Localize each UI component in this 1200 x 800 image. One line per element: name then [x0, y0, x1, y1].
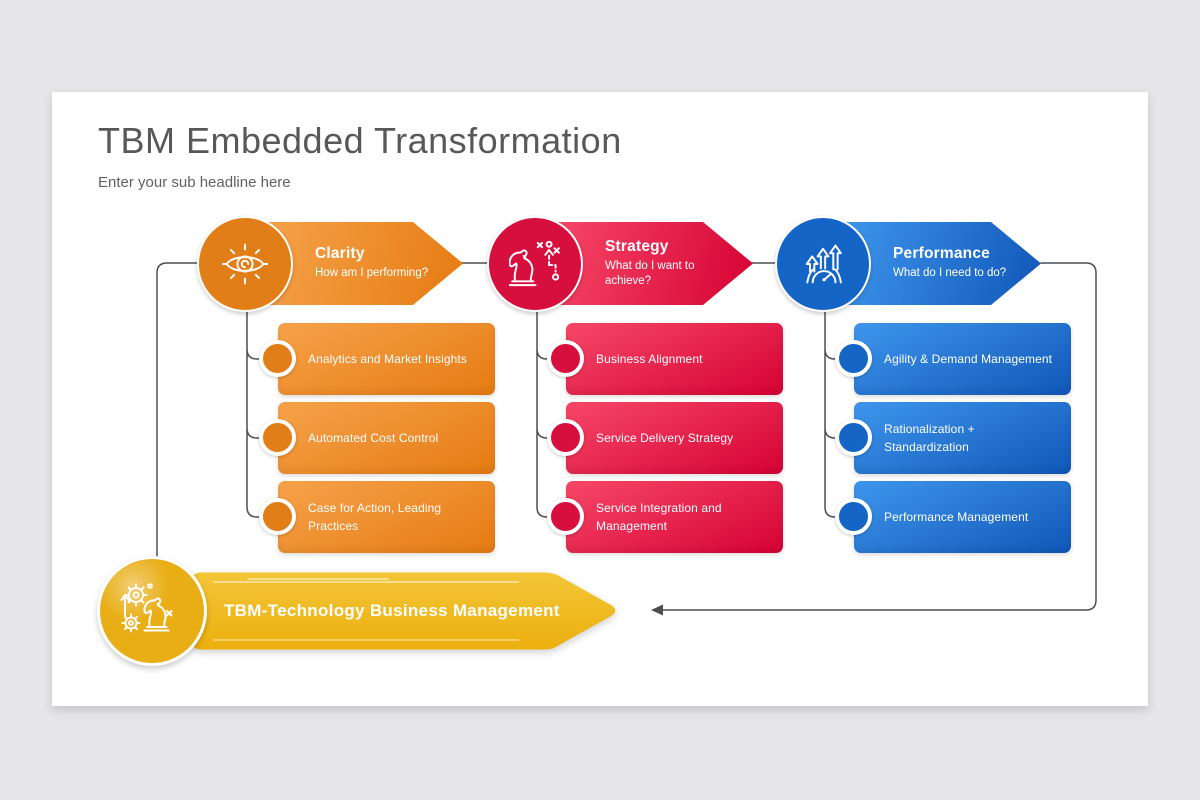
item-label: Case for Action, Leading Practices: [308, 501, 442, 533]
header-title: Strategy: [605, 237, 669, 255]
tbm-circle: [97, 556, 207, 666]
bullet-dot: [259, 419, 296, 456]
header-title: Performance: [893, 245, 990, 263]
item-label: Agility & Demand Management: [884, 352, 1053, 366]
slide-subtitle: Enter your sub headline here: [98, 174, 291, 191]
header-text-strategy: Strategy What do I want to achieve?: [605, 222, 755, 305]
bullet-dot: [835, 419, 872, 456]
header-question: What do I need to do?: [893, 267, 1007, 280]
header-question: How am I performing?: [315, 267, 429, 280]
header-title: Clarity: [315, 245, 365, 263]
header-circle-performance: [775, 216, 871, 312]
header-circle-clarity: [197, 216, 293, 312]
eye-icon: [221, 243, 269, 285]
header-arrow-clarity: [263, 222, 463, 305]
item-label: Performance Management: [884, 510, 1029, 524]
item-label: Service Delivery Strategy: [596, 431, 734, 445]
item-box: Business Alignment: [566, 323, 783, 395]
chess-knight-strategy-icon: [509, 240, 560, 287]
bullet-dot: [835, 498, 872, 535]
item-label: Rationalization + Standardization: [884, 422, 975, 454]
item-label: Analytics and Market Insights: [308, 352, 467, 366]
arrowhead-left-icon: [651, 604, 663, 616]
bullet-dot: [259, 498, 296, 535]
item-box: Service Integration and Management: [566, 481, 783, 553]
item-label: Automated Cost Control: [308, 431, 439, 445]
banner-highlight-top: [213, 578, 519, 583]
banner-shape: [191, 572, 616, 650]
banner-label: TBM-Technology Business Management: [224, 601, 560, 620]
item-box: Rationalization + Standardization: [854, 402, 1071, 474]
growth-arrows-gauge-icon: [805, 244, 842, 284]
item-box: Agility & Demand Management: [854, 323, 1071, 395]
connector-left-loop: [156, 262, 246, 561]
knight-gears-icon: [120, 583, 173, 633]
item-label: Business Alignment: [596, 352, 703, 366]
bullet-dot: [547, 340, 584, 377]
header-circle-strategy: [487, 216, 583, 312]
slide-title: TBM Embedded Transformation: [98, 120, 622, 161]
item-box: Automated Cost Control: [278, 402, 495, 474]
item-box: Analytics and Market Insights: [278, 323, 495, 395]
tbm-banner: [191, 572, 616, 650]
bullet-dot: [547, 498, 584, 535]
item-box: Case for Action, Leading Practices: [278, 481, 495, 553]
bullet-dot: [547, 419, 584, 456]
header-text-clarity: Clarity How am I performing?: [315, 222, 465, 305]
spine-performance: [824, 263, 855, 518]
bullet-dot: [259, 340, 296, 377]
header-question: What do I want to achieve?: [605, 259, 695, 287]
spine-strategy: [536, 263, 567, 518]
item-label: Service Integration and Management: [596, 501, 722, 533]
item-box: Performance Management: [854, 481, 1071, 553]
spine-clarity: [246, 263, 278, 518]
bullet-dot: [835, 340, 872, 377]
header-text-performance: Performance What do I need to do?: [893, 222, 1043, 305]
connector-right-loop: [652, 262, 1097, 611]
item-box: Service Delivery Strategy: [566, 402, 783, 474]
